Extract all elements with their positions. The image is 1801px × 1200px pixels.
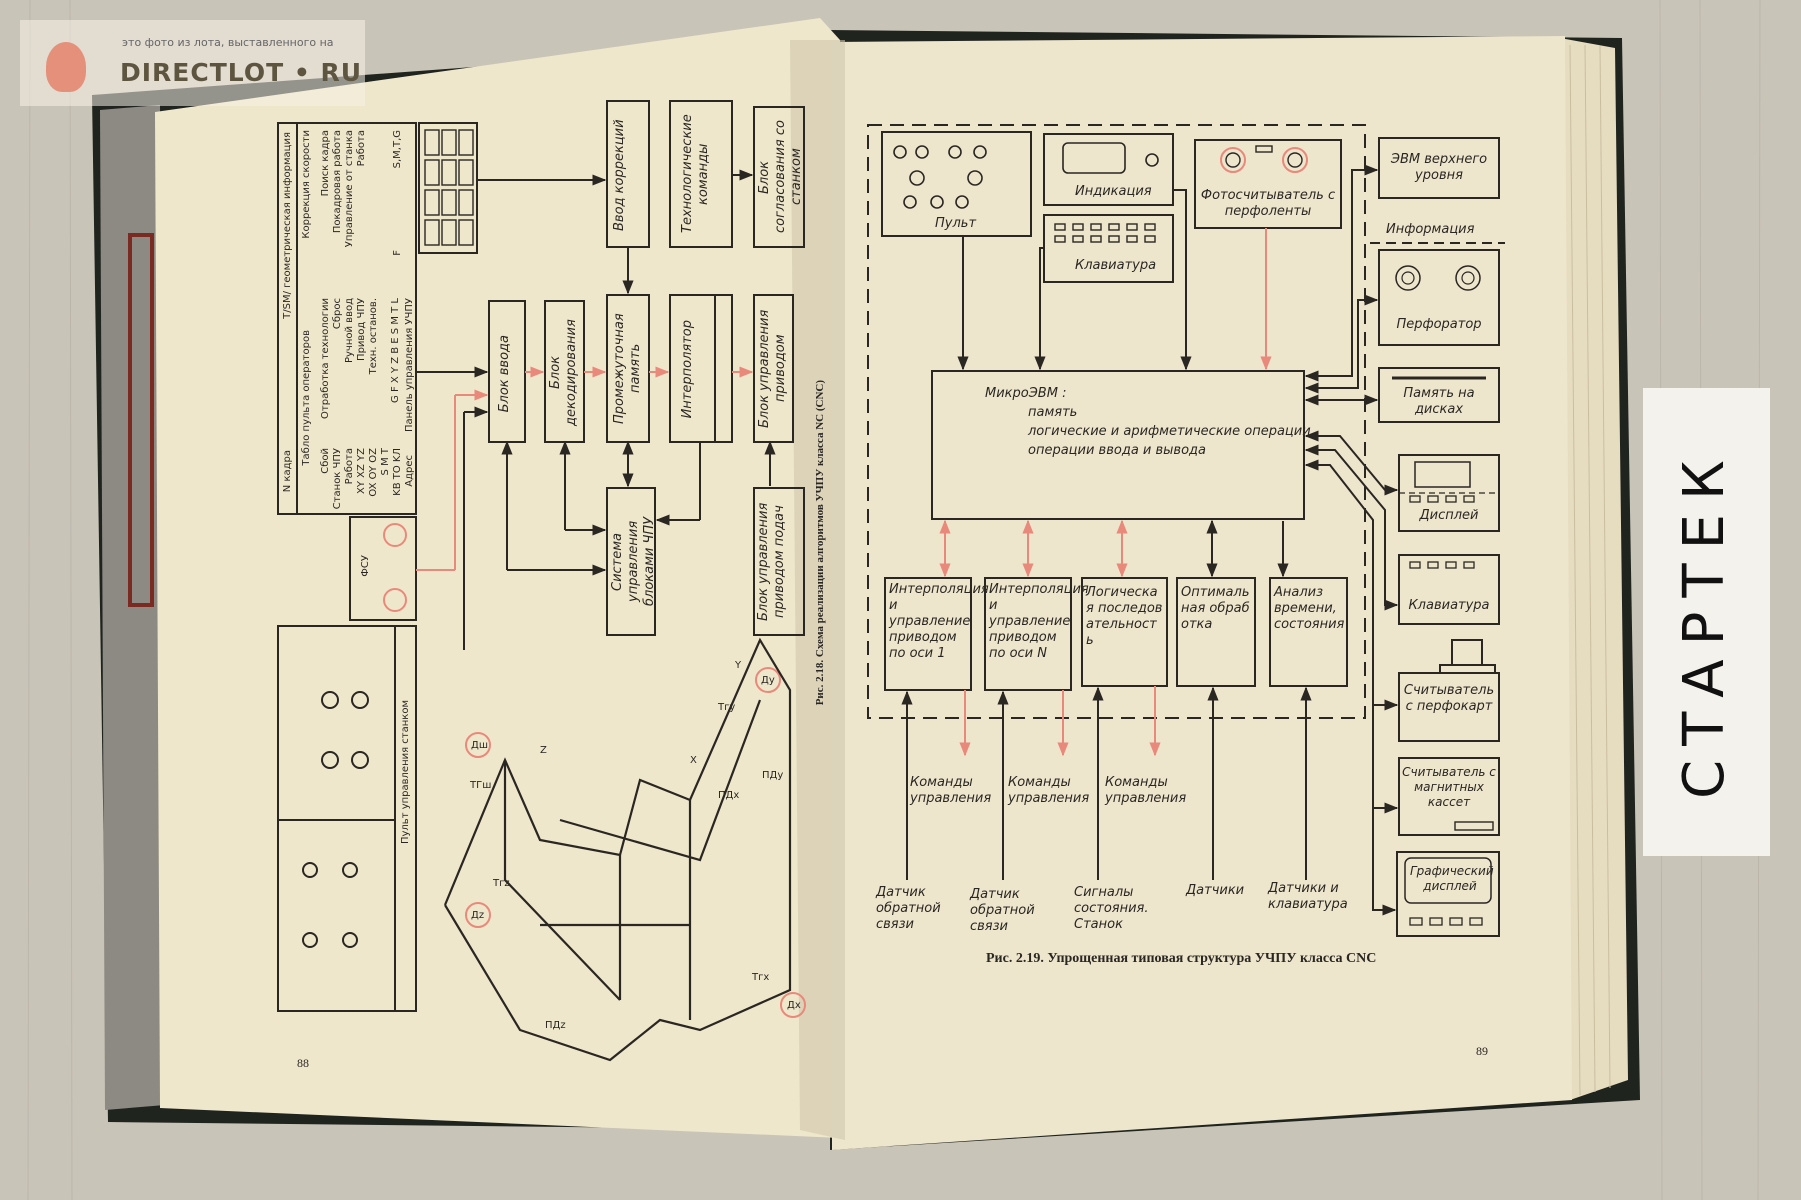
block-drive: Блок управления приводом	[757, 309, 788, 428]
squirrel-logo-icon	[46, 42, 86, 92]
cpu-title: МикроЭВМ :	[985, 386, 1067, 401]
block-interpolator: Интерполятор	[680, 320, 695, 419]
stamp-card	[1643, 388, 1770, 856]
bottom-block-axis-n: Интерполяция и управление приводом по ос…	[989, 582, 1089, 661]
panel-frame-no: N кадра	[282, 450, 293, 493]
input-label: Датчик обратной связи	[970, 887, 1035, 934]
panel-operator-board: Табло пульта операторов	[301, 330, 312, 466]
input-label: Датчик обратной связи	[876, 885, 941, 932]
block-system: Система управления блоками ЧПУ	[610, 516, 657, 607]
panel-address-letters: G F X Y Z B E S M T L	[390, 298, 401, 403]
cpu-block	[931, 370, 1305, 520]
watermark-caption: это фото из лота, выставленного на	[122, 36, 334, 49]
panel-modes-right: Поиск кадра Покадровая работа Управление…	[320, 130, 367, 248]
block-buffer: Промежуточная память	[612, 313, 643, 424]
right-figure-caption: Рис. 2.19. Упрощенная типовая структура …	[986, 951, 1377, 966]
photoreader-label: Фотосчитыватель с перфоленты	[1200, 188, 1336, 219]
commands-label: Команды управления	[1008, 775, 1090, 806]
peripheral-cassette-reader: Считыватель с магнитных кассет	[1402, 765, 1496, 809]
panel-modes-left: Отработка технологии Сброс Ручной ввод П…	[320, 298, 379, 419]
panel-speed-correction: Коррекция скорости	[301, 130, 312, 239]
cpu-line: память	[1028, 405, 1078, 420]
left-diagram	[277, 100, 806, 1062]
panel-smtg: S,M,T,G	[392, 130, 403, 169]
info-label: Информация	[1386, 222, 1475, 237]
right-page-number: 89	[1476, 1044, 1488, 1058]
right-diagram	[867, 124, 1505, 937]
panel-address: Адрес	[404, 455, 415, 487]
bottom-block-logic: Логическая последовательность	[1086, 585, 1163, 648]
peripheral-disk-memory: Память на дисках	[1403, 386, 1475, 417]
keyboard-label: Клавиатура	[1075, 258, 1157, 273]
peripheral-display: Дисплей	[1419, 508, 1479, 523]
commands-label: Команды управления	[910, 775, 992, 806]
peripheral-graphic-display: Графический дисплей	[1410, 864, 1494, 893]
left-page-number: 88	[297, 1056, 309, 1070]
panel-f: F	[392, 250, 403, 256]
block-tech: Технологические команды	[680, 114, 711, 234]
cpu-line: логические и арифметические операции	[1028, 424, 1311, 439]
watermark-brand: DIRECTLOT • RU	[120, 58, 363, 87]
panel-geometry: T/SM/ геометрическая информация	[282, 132, 293, 319]
stamp-text: СТАРТЕК	[1672, 446, 1737, 799]
commands-label: Команды управления	[1105, 775, 1187, 806]
watermark: это фото из лота, выставленного на DIREC…	[20, 20, 365, 106]
block-feed: Блок управления приводом подач	[756, 502, 787, 621]
cnc-boundary	[867, 124, 1366, 719]
left-page	[155, 18, 840, 1138]
indication-label: Индикация	[1075, 184, 1152, 199]
input-label: Сигналы состояния. Станок	[1074, 885, 1149, 932]
bottom-block-optimal: Оптимальная обработка	[1181, 585, 1250, 632]
block-decode: Блок декодирования	[548, 319, 579, 426]
input-label: Датчики	[1186, 883, 1245, 898]
peripheral-keyboard: Клавиатура	[1408, 598, 1490, 613]
fsu-label: ФСУ	[360, 555, 371, 577]
peripheral-puncher: Перфоратор	[1396, 317, 1482, 332]
block-correction: Ввод коррекций	[612, 119, 627, 231]
block-input: Блок ввода	[497, 335, 512, 413]
input-label: Датчики и клавиатура	[1268, 881, 1348, 912]
bottom-block-analysis: Анализ времени, состояния	[1274, 585, 1345, 632]
panel-status: Сбой Станок ЧПУ Работа XY XZ YZ OX OY OZ…	[320, 448, 403, 510]
left-figure-caption: Рис. 2.18. Схема реализации алгоритмов У…	[814, 380, 826, 706]
bottom-block-axis-1: Интерполяция и управление приводом по ос…	[889, 582, 989, 661]
peripheral-card-reader: Считыватель с перфокарт	[1403, 683, 1495, 714]
peripheral-upper-computer: ЭВМ верхнего уровня	[1390, 152, 1488, 183]
panel-control-label: Панель управления УЧПУ	[404, 298, 415, 432]
cpu-line: операции ввода и вывода	[1028, 443, 1206, 458]
machine-panel-label: Пульт управления станком	[400, 700, 411, 845]
block-match: Блок согласования со станком	[757, 120, 804, 234]
pult-label: Пульт	[935, 216, 977, 231]
